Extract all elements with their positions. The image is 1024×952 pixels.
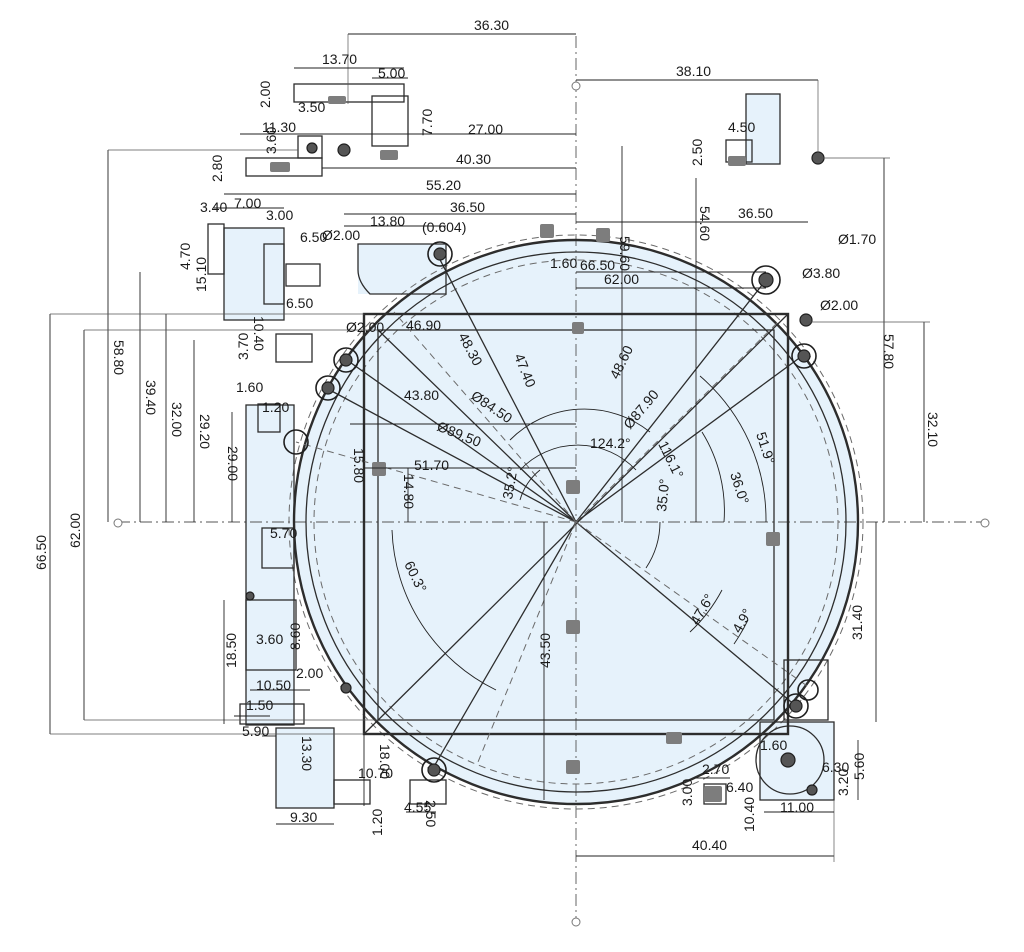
dim-label: 38.10 xyxy=(676,63,711,79)
dim-label: 54.60 xyxy=(697,206,713,241)
dim-label: 3.60 xyxy=(256,631,283,647)
dim-label: 1.60 xyxy=(236,379,263,395)
dim-label: 11.30 xyxy=(262,119,296,135)
dim-label: 3.50 xyxy=(298,99,325,115)
dim-label: 46.90 xyxy=(406,317,441,333)
dim-label: 62.00 xyxy=(67,513,83,548)
dim-label: 32.00 xyxy=(169,402,185,437)
dim-label: Ø2.00 xyxy=(322,227,360,243)
dim-label: 10.40 xyxy=(741,797,757,832)
dim-label: 2.00 xyxy=(296,665,323,681)
dim-label: 3.70 xyxy=(235,333,251,360)
dim-label: 2.00 xyxy=(257,81,273,108)
dim-label: 43.50 xyxy=(537,633,553,668)
dim-label: 10.70 xyxy=(358,765,393,781)
dim-label: 35.2° xyxy=(499,465,520,500)
dim-label: 43.80 xyxy=(404,387,439,403)
dim-label: 10.40 xyxy=(251,316,267,351)
dim-label: 58.80 xyxy=(111,340,127,375)
dim-label: 29.00 xyxy=(225,446,241,481)
dim-label: 2.50 xyxy=(689,139,705,166)
dim-label: Ø1.70 xyxy=(838,231,876,247)
dim-label: 55.20 xyxy=(426,177,461,193)
dim-label: 11.00 xyxy=(780,799,814,815)
dim-label: 36.50 xyxy=(450,199,485,215)
sketch-geometry xyxy=(113,36,990,927)
dim-label: (0.604) xyxy=(422,219,466,235)
dim-label: 4.55 xyxy=(404,799,431,815)
dim-label: 15.10 xyxy=(193,257,209,292)
dim-label: Ø2.00 xyxy=(346,319,384,335)
dim-label: 29.20 xyxy=(197,414,213,449)
dim-label: 10.50 xyxy=(256,677,291,693)
dim-label: 5.70 xyxy=(270,525,297,541)
dim-label: 51.70 xyxy=(414,457,449,473)
dim-label: 57.80 xyxy=(881,334,897,369)
dim-label: 36.30 xyxy=(474,17,509,33)
dim-label: 8.60 xyxy=(287,623,303,650)
dim-label: 40.40 xyxy=(692,837,727,853)
dim-label: 3.40 xyxy=(200,199,227,215)
dim-label: 5.90 xyxy=(242,723,269,739)
dim-label: 7.70 xyxy=(419,109,435,136)
dimension-labels: 36.30 38.10 13.70 5.00 3.50 11.30 27.00 … xyxy=(33,17,941,853)
dim-label: 1.60 xyxy=(550,255,577,271)
dim-label: 5.00 xyxy=(378,65,405,81)
dim-label: 18.50 xyxy=(223,633,239,668)
dim-label: 7.00 xyxy=(234,195,261,211)
dim-label: 6.30 xyxy=(822,759,849,775)
dim-label: 5.60 xyxy=(851,753,867,780)
dim-label: 3.00 xyxy=(679,779,695,806)
dim-label: 13.70 xyxy=(322,51,357,67)
dim-label: 13.80 xyxy=(370,213,405,229)
dim-label: 18.00 xyxy=(377,744,393,779)
dim-label: 6.50 xyxy=(286,295,313,311)
dim-label: 13.30 xyxy=(299,736,315,771)
dim-label: 40.30 xyxy=(456,151,491,167)
dim-label: 4.70 xyxy=(177,243,193,270)
dim-label: 3.60 xyxy=(263,127,279,154)
dim-label: 2.50 xyxy=(423,800,439,827)
dim-label: 1.50 xyxy=(246,697,273,713)
dimension-lines xyxy=(49,33,930,862)
dim-label: 6.50 xyxy=(300,229,327,245)
dim-label: 2.70 xyxy=(702,761,729,777)
dim-label: 66.50 xyxy=(33,535,49,570)
dim-label: 2.80 xyxy=(209,155,225,182)
dim-label: 36.50 xyxy=(738,205,773,221)
dim-label: 3.20 xyxy=(835,769,851,796)
dim-label: 9.30 xyxy=(290,809,317,825)
dim-label: 35.0° xyxy=(653,478,672,512)
dim-label: Ø3.80 xyxy=(802,265,840,281)
dim-label: 32.10 xyxy=(925,412,941,447)
dim-label: 15.80 xyxy=(351,448,367,483)
dim-label: 1.60 xyxy=(760,737,787,753)
dim-label: 3.00 xyxy=(266,207,293,223)
dim-label: 39.40 xyxy=(143,380,159,415)
dim-label: 6.40 xyxy=(726,779,753,795)
dim-label: 1.20 xyxy=(369,809,385,836)
dim-label: 14.80 xyxy=(401,474,417,509)
dim-label: 1.20 xyxy=(262,399,289,415)
dim-label: Ø2.00 xyxy=(820,297,858,313)
dim-label: 59.60 xyxy=(617,236,633,271)
dim-label: 124.2° xyxy=(590,435,631,451)
dim-label: 31.40 xyxy=(849,605,865,640)
dim-label: 27.00 xyxy=(468,121,503,137)
dim-label: 4.50 xyxy=(728,119,755,135)
dim-label: 66.50 xyxy=(580,257,615,273)
dim-label: 62.00 xyxy=(604,271,639,287)
